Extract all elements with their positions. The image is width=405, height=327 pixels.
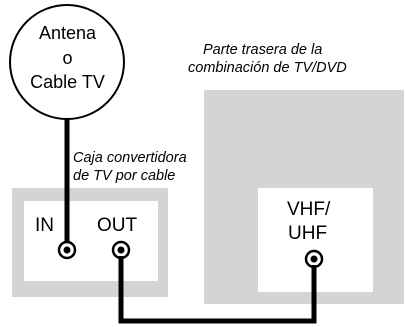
converter-inner-panel bbox=[24, 201, 158, 281]
converter-title-line2: de TV por cable bbox=[73, 168, 176, 184]
antenna-label-line3: Cable TV bbox=[30, 72, 105, 92]
out-to-tv-cable bbox=[118, 256, 317, 324]
tv-back-title-line2: combinación de TV/DVD bbox=[188, 60, 347, 76]
in-port-label: IN bbox=[35, 215, 54, 236]
antenna-label-line2: o bbox=[62, 48, 73, 68]
out-port-label: OUT bbox=[97, 215, 138, 236]
antenna-label-line1: Antena bbox=[38, 23, 97, 43]
uhf-port-label-line2: UHF bbox=[288, 223, 328, 244]
out-connector-icon bbox=[111, 240, 131, 260]
converter-title-line1: Caja convertidora bbox=[73, 150, 187, 166]
vhf-uhf-connector-icon bbox=[304, 249, 324, 269]
tv-back-title-line1: Parte trasera de la bbox=[203, 42, 323, 58]
vhf-port-label-line1: VHF/ bbox=[287, 199, 331, 220]
in-connector-icon bbox=[57, 240, 77, 260]
